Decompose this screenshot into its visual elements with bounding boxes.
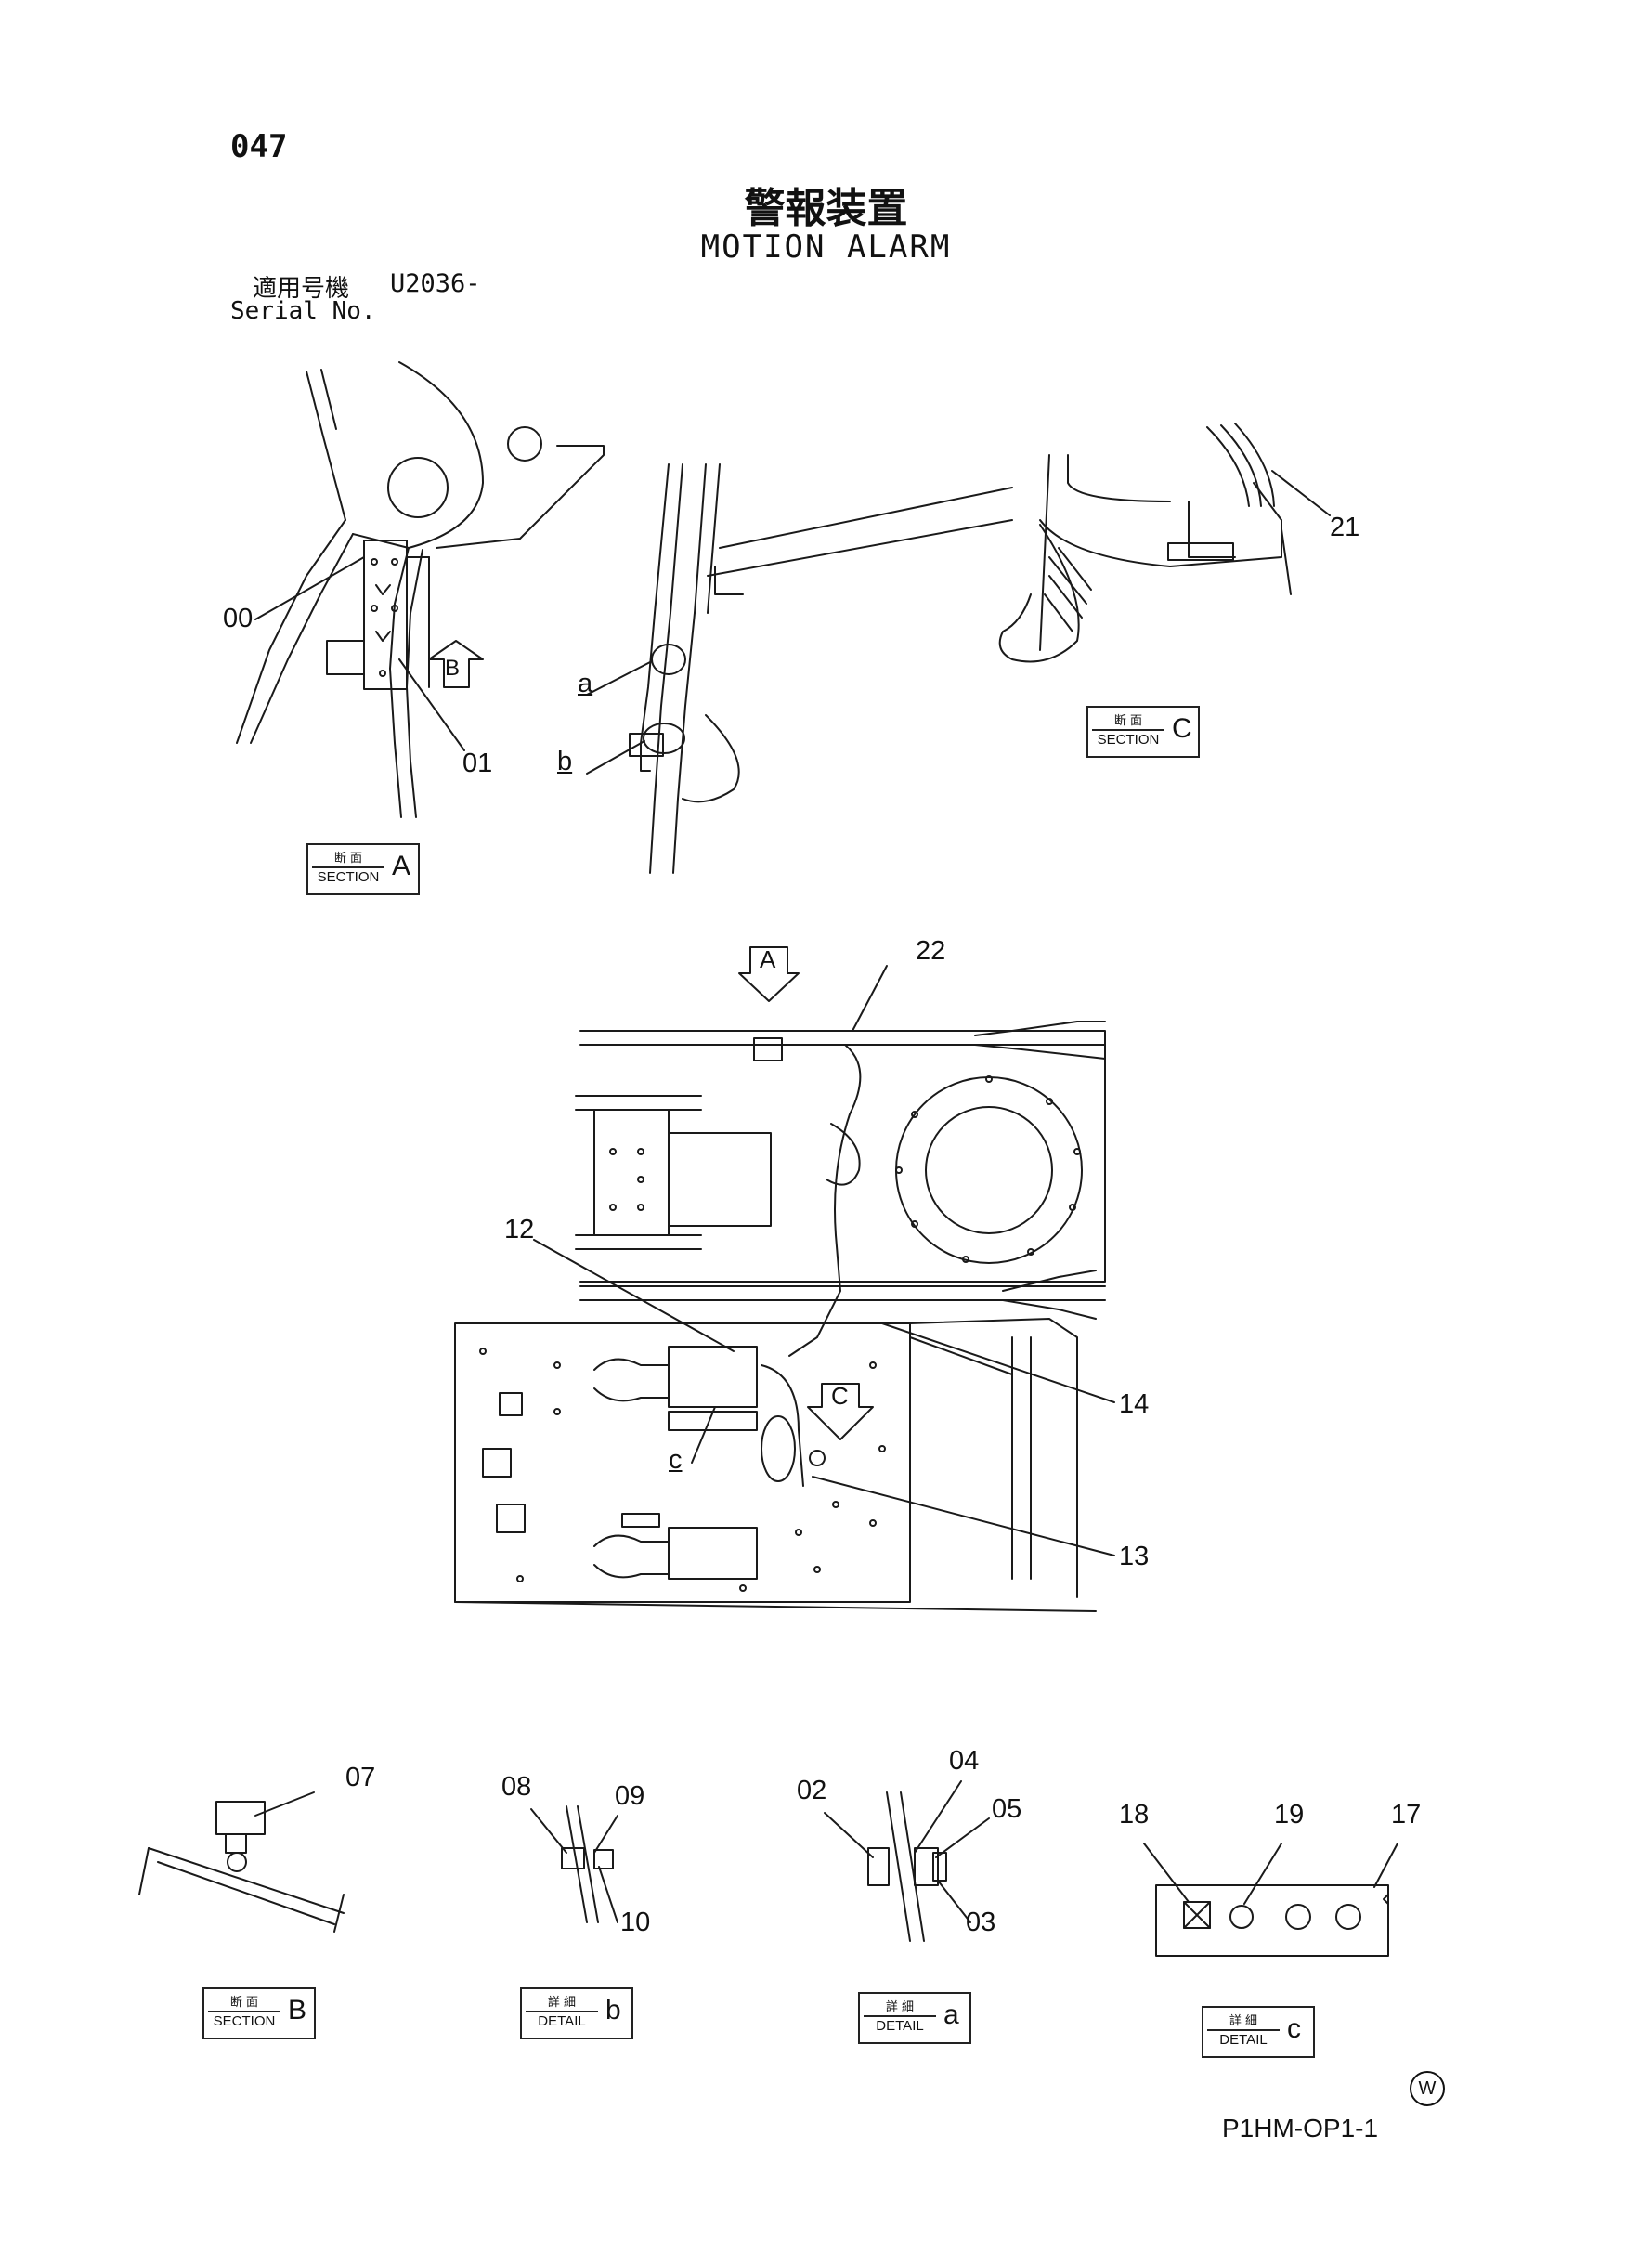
- callout-14: 14: [1119, 1389, 1150, 1419]
- detail-a-label-letter: a: [943, 1999, 959, 2030]
- callout-12: 12: [504, 1215, 535, 1244]
- detail-b-label-jp: 詳 細: [526, 1992, 598, 2012]
- callout-c: c: [669, 1445, 683, 1475]
- detail-c-label-en: DETAIL: [1219, 2032, 1268, 2048]
- section-b-label: 断 面 SECTION B: [202, 1987, 316, 2039]
- callout-17: 17: [1391, 1800, 1422, 1830]
- section-b-label-letter: B: [288, 1995, 307, 2025]
- view-arrow-b-letter: B: [445, 656, 461, 681]
- section-c-label-en: SECTION: [1097, 732, 1160, 748]
- section-a-view: [236, 361, 605, 818]
- callout-22: 22: [916, 936, 946, 966]
- section-c-label: 断 面 SECTION C: [1086, 706, 1200, 758]
- detail-c-view: [1143, 1843, 1398, 1957]
- section-a-label: 断 面 SECTION A: [306, 843, 420, 895]
- callout-03: 03: [966, 1908, 996, 1937]
- page-title-jp: 警報装置: [744, 185, 908, 232]
- callout-21: 21: [1330, 513, 1360, 542]
- page-title-en: MOTION ALARM: [700, 228, 952, 266]
- callout-01: 01: [462, 749, 493, 778]
- section-b-label-jp: 断 面: [208, 1992, 280, 2012]
- callout-10: 10: [620, 1908, 651, 1937]
- section-b-label-en: SECTION: [213, 2013, 276, 2029]
- section-a-label-letter: A: [392, 851, 411, 881]
- section-b-view: [138, 1791, 345, 1933]
- callout-18: 18: [1119, 1800, 1150, 1830]
- detail-a-label: 詳 細 DETAIL a: [858, 1992, 971, 2044]
- callout-07: 07: [345, 1763, 376, 1792]
- callout-09: 09: [615, 1781, 645, 1811]
- callout-13: 13: [1119, 1542, 1150, 1571]
- callout-a: a: [578, 669, 593, 698]
- detail-c-label-jp: 詳 細: [1207, 2011, 1280, 2031]
- detail-a-view: [824, 1780, 990, 1942]
- callout-00: 00: [223, 604, 254, 633]
- main-assembly-view: [454, 946, 1115, 1612]
- section-c-view: [998, 423, 1331, 663]
- callout-04: 04: [949, 1746, 980, 1776]
- serial-value: U2036-: [390, 269, 481, 298]
- upper-frame-view: [586, 463, 1013, 874]
- detail-c-label: 詳 細 DETAIL c: [1202, 2006, 1315, 2058]
- detail-a-label-en: DETAIL: [876, 2018, 924, 2034]
- detail-b-label: 詳 細 DETAIL b: [520, 1987, 633, 2039]
- callout-08: 08: [501, 1772, 532, 1802]
- callout-02: 02: [797, 1776, 827, 1805]
- section-a-label-jp: 断 面: [312, 848, 384, 868]
- sheet-number: 047: [230, 128, 288, 165]
- section-c-label-jp: 断 面: [1092, 710, 1164, 731]
- view-arrow-a-letter: A: [760, 945, 776, 973]
- detail-a-label-jp: 詳 細: [864, 1997, 936, 2017]
- callout-05: 05: [992, 1794, 1022, 1824]
- detail-c-label-letter: c: [1287, 2013, 1301, 2044]
- serial-label-en: Serial No.: [230, 297, 376, 325]
- document-code: P1HM-OP1-1: [1222, 2114, 1379, 2142]
- detail-b-label-letter: b: [605, 1995, 621, 2025]
- view-arrow-c-letter: C: [831, 1382, 849, 1410]
- serial-label-jp: 適用号機: [253, 275, 350, 303]
- w-circle-mark: W: [1410, 2071, 1445, 2106]
- section-c-label-letter: C: [1172, 713, 1192, 744]
- callout-19: 19: [1274, 1800, 1305, 1830]
- detail-b-view: [530, 1805, 618, 1923]
- detail-b-label-en: DETAIL: [538, 2013, 586, 2029]
- section-a-label-en: SECTION: [317, 869, 380, 885]
- callout-b: b: [557, 747, 573, 776]
